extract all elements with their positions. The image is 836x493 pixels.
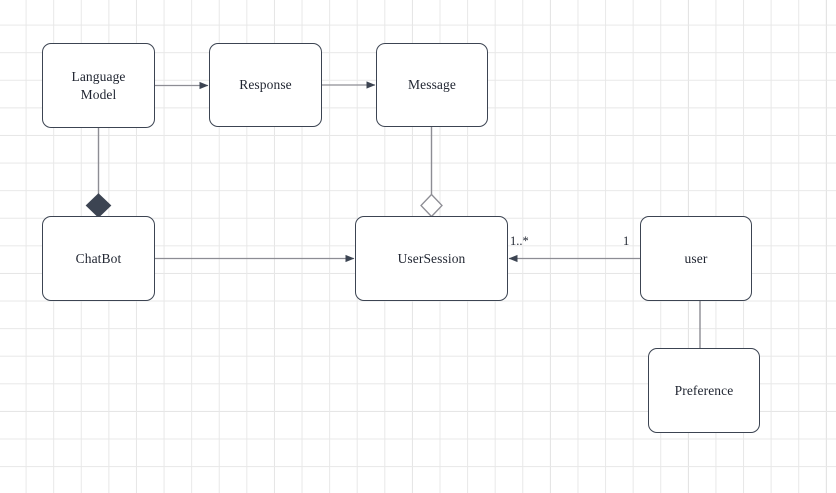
node-chatbot[interactable]: ChatBot	[42, 216, 155, 301]
node-language-model-label: Language Model	[71, 68, 126, 102]
node-user-label: user	[684, 250, 708, 266]
node-usersession-label: UserSession	[397, 250, 466, 266]
edge-language-model-to-chatbot	[85, 128, 112, 218]
multiplicity-user: 1	[623, 234, 630, 248]
node-message-label: Message	[408, 77, 456, 93]
node-message[interactable]: Message	[376, 43, 488, 127]
aggregation-diamond-icon	[420, 193, 443, 218]
node-preference[interactable]: Preference	[648, 348, 760, 433]
node-chatbot-label: ChatBot	[75, 250, 122, 266]
node-user[interactable]: user	[640, 216, 752, 301]
node-language-model[interactable]: Language Model	[42, 43, 155, 128]
node-response-label: Response	[239, 77, 292, 93]
node-preference-label: Preference	[674, 382, 734, 398]
node-response[interactable]: Response	[209, 43, 322, 127]
node-usersession[interactable]: UserSession	[355, 216, 508, 301]
edge-message-to-usersession	[420, 127, 443, 218]
composition-diamond-icon	[85, 193, 112, 218]
multiplicity-usersession: 1..*	[510, 234, 529, 248]
